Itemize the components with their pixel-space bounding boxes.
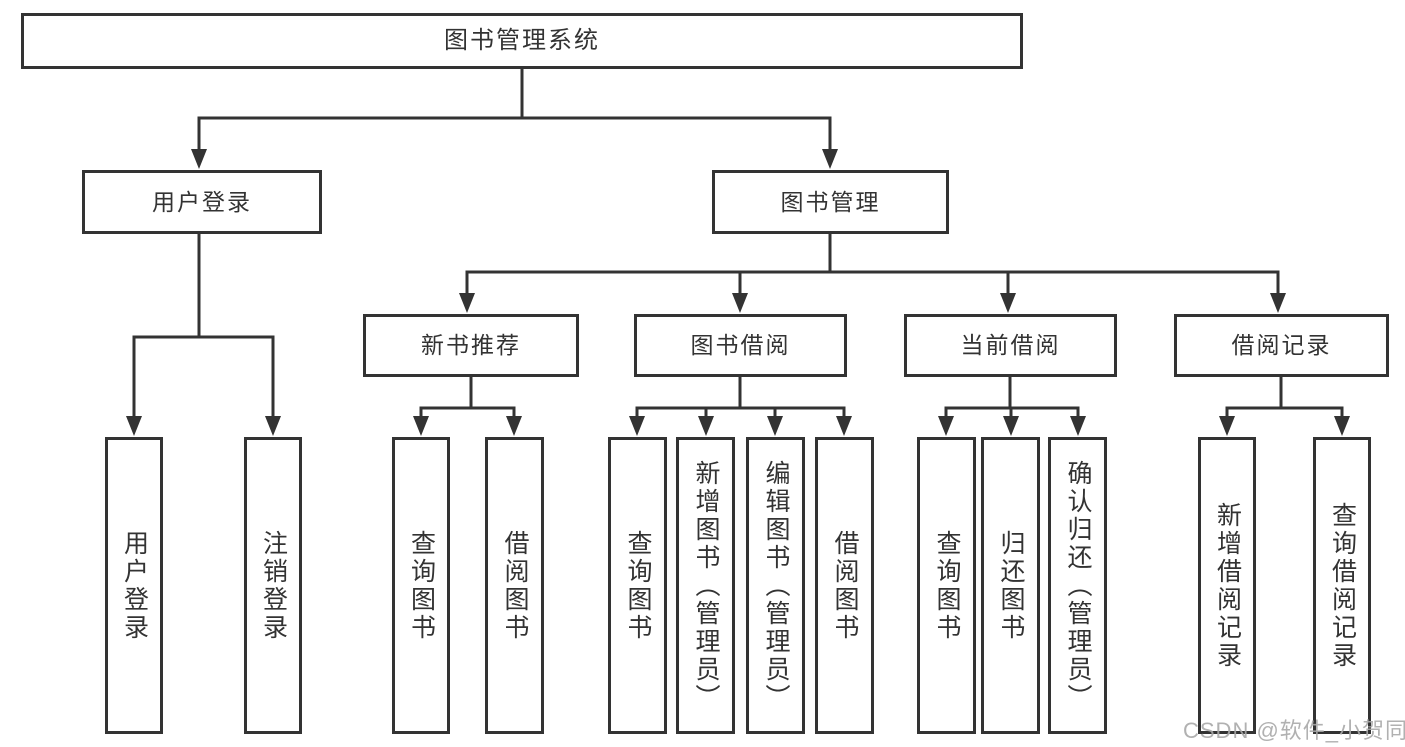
node-borrow-books-1: 借阅图书 <box>485 437 544 734</box>
node-query-borrow-record: 查询借阅记录 <box>1313 437 1371 734</box>
node-book-management: 图书管理 <box>712 170 949 234</box>
watermark: CSDN @软件_小贺同学 <box>1183 718 1405 743</box>
arrowhead-icon <box>506 416 522 436</box>
arrowhead-icon <box>1270 293 1286 313</box>
arrowhead-icon <box>822 149 838 169</box>
node-label: 新增图书（管理员） <box>692 459 720 712</box>
node-label: 借阅图书 <box>501 529 529 642</box>
node-query-books-3: 查询图书 <box>917 437 976 734</box>
arrowhead-icon <box>1219 416 1235 436</box>
node-label: 图书管理 <box>780 188 881 215</box>
arrowhead-icon <box>126 416 142 436</box>
arrowhead-icon <box>1000 293 1016 313</box>
node-current-borrow: 当前借阅 <box>904 314 1117 377</box>
node-label: 查询借阅记录 <box>1328 501 1357 670</box>
node-label: 编辑图书（管理员） <box>762 459 790 712</box>
node-label: 新书推荐 <box>421 332 521 359</box>
node-library-management-system: 图书管理系统 <box>21 13 1023 69</box>
arrowhead-icon <box>836 416 852 436</box>
node-confirm-return-admin: 确认归还（管理员） <box>1048 437 1107 734</box>
node-label: 确认归还（管理员） <box>1064 459 1092 712</box>
node-borrow-records: 借阅记录 <box>1174 314 1389 377</box>
arrowhead-icon <box>459 293 475 313</box>
arrowhead-icon <box>265 416 281 436</box>
node-label: 用户登录 <box>152 188 252 215</box>
node-user-login: 用户登录 <box>82 170 322 234</box>
arrowhead-icon <box>191 149 207 169</box>
node-label: 当前借阅 <box>960 332 1061 359</box>
arrowhead-icon <box>629 416 645 436</box>
node-new-book-recommend: 新书推荐 <box>363 314 579 377</box>
node-edit-book-admin: 编辑图书（管理员） <box>746 437 805 734</box>
node-label: 借阅记录 <box>1231 332 1332 359</box>
node-add-book-admin: 新增图书（管理员） <box>676 437 735 734</box>
node-add-borrow-record: 新增借阅记录 <box>1198 437 1256 734</box>
node-borrow-books-2: 借阅图书 <box>815 437 874 734</box>
node-label: 查询图书 <box>933 529 961 642</box>
node-book-borrow: 图书借阅 <box>634 314 847 377</box>
node-label: 查询图书 <box>407 529 436 642</box>
node-query-books-1: 查询图书 <box>392 437 450 734</box>
node-query-books-2: 查询图书 <box>608 437 667 734</box>
node-label: 查询图书 <box>624 529 652 642</box>
arrowhead-icon <box>1070 416 1086 436</box>
arrowhead-icon <box>732 293 748 313</box>
arrowhead-icon <box>1003 416 1019 436</box>
node-logout: 注销登录 <box>244 437 302 734</box>
node-label: 图书借阅 <box>690 332 791 359</box>
arrowhead-icon <box>767 416 783 436</box>
node-label: 新增借阅记录 <box>1213 501 1242 670</box>
arrowhead-icon <box>698 416 714 436</box>
node-label: 归还图书 <box>997 529 1025 642</box>
node-user-login-leaf: 用户登录 <box>105 437 163 734</box>
arrowhead-icon <box>1334 416 1350 436</box>
node-label: 借阅图书 <box>831 529 859 642</box>
node-label: 注销登录 <box>259 529 288 642</box>
node-label: 用户登录 <box>120 529 149 642</box>
arrowhead-icon <box>413 416 429 436</box>
arrowhead-icon <box>938 416 954 436</box>
node-return-book: 归还图书 <box>981 437 1040 734</box>
node-label: 图书管理系统 <box>444 27 600 55</box>
